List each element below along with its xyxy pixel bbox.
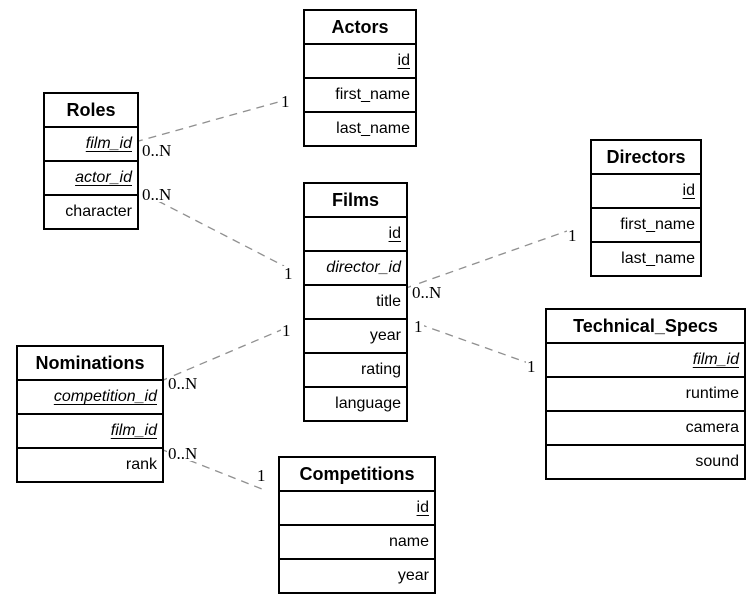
attribute-row: rating <box>305 352 406 386</box>
attribute-row: actor_id <box>45 160 137 194</box>
entity-competitions[interactable]: Competitions id name year <box>278 456 436 594</box>
entity-directors[interactable]: Directors id first_name last_name <box>590 139 702 277</box>
relationship-line-films-directors <box>405 230 568 289</box>
entity-technical-specs[interactable]: Technical_Specs film_id runtime camera s… <box>545 308 746 480</box>
attribute-row: character <box>45 194 137 228</box>
entity-title: Competitions <box>299 464 415 484</box>
entity-title: Roles <box>66 100 116 120</box>
attribute-row: rank <box>18 447 162 481</box>
cardinality-label: 0..N <box>141 185 173 204</box>
cardinality-label: 0..N <box>141 141 173 160</box>
attribute-row: competition_id <box>18 379 162 413</box>
attribute-row: first_name <box>592 207 700 241</box>
attribute-row: id <box>280 490 434 524</box>
cardinality-label: 0..N <box>167 444 199 463</box>
entity-title: Films <box>331 190 379 210</box>
cardinality-label: 1 <box>256 466 267 485</box>
attribute-row: sound <box>547 444 744 478</box>
cardinality-label: 1 <box>413 317 424 336</box>
relationship-line-films-technical-specs <box>418 323 532 365</box>
cardinality-label: 0..N <box>167 374 199 393</box>
cardinality-label: 1 <box>526 357 537 376</box>
entity-actors[interactable]: Actors id first_name last_name <box>303 9 417 147</box>
attribute-row: camera <box>547 410 744 444</box>
cardinality-label: 1 <box>567 226 578 245</box>
attribute-row: last_name <box>305 111 415 145</box>
attribute-row: film_id <box>547 342 744 376</box>
entity-title: Technical_Specs <box>573 316 718 336</box>
attribute-row: film_id <box>18 413 162 447</box>
attribute-row: id <box>305 216 406 250</box>
attribute-row: runtime <box>547 376 744 410</box>
attribute-row: language <box>305 386 406 420</box>
attribute-row: year <box>280 558 434 592</box>
attribute-row: name <box>280 524 434 558</box>
entity-roles[interactable]: Roles film_id actor_id character <box>43 92 139 230</box>
attribute-row: director_id <box>305 250 406 284</box>
entity-nominations[interactable]: Nominations competition_id film_id rank <box>16 345 164 483</box>
entity-title: Directors <box>606 147 686 167</box>
attribute-row: id <box>305 43 415 77</box>
entity-title: Nominations <box>35 353 145 373</box>
entity-films[interactable]: Films id director_id title year rating l… <box>303 182 408 422</box>
attribute-row: first_name <box>305 77 415 111</box>
relationship-line-roles-actors <box>134 100 283 143</box>
cardinality-label: 1 <box>283 264 294 283</box>
attribute-row: year <box>305 318 406 352</box>
attribute-row: title <box>305 284 406 318</box>
entity-title: Actors <box>331 17 389 37</box>
cardinality-label: 0..N <box>411 283 443 302</box>
attribute-row: film_id <box>45 126 137 160</box>
cardinality-label: 1 <box>281 321 292 340</box>
attribute-row: last_name <box>592 241 700 275</box>
attribute-row: id <box>592 173 700 207</box>
cardinality-label: 1 <box>280 92 291 111</box>
relationship-line-roles-films <box>157 200 285 267</box>
